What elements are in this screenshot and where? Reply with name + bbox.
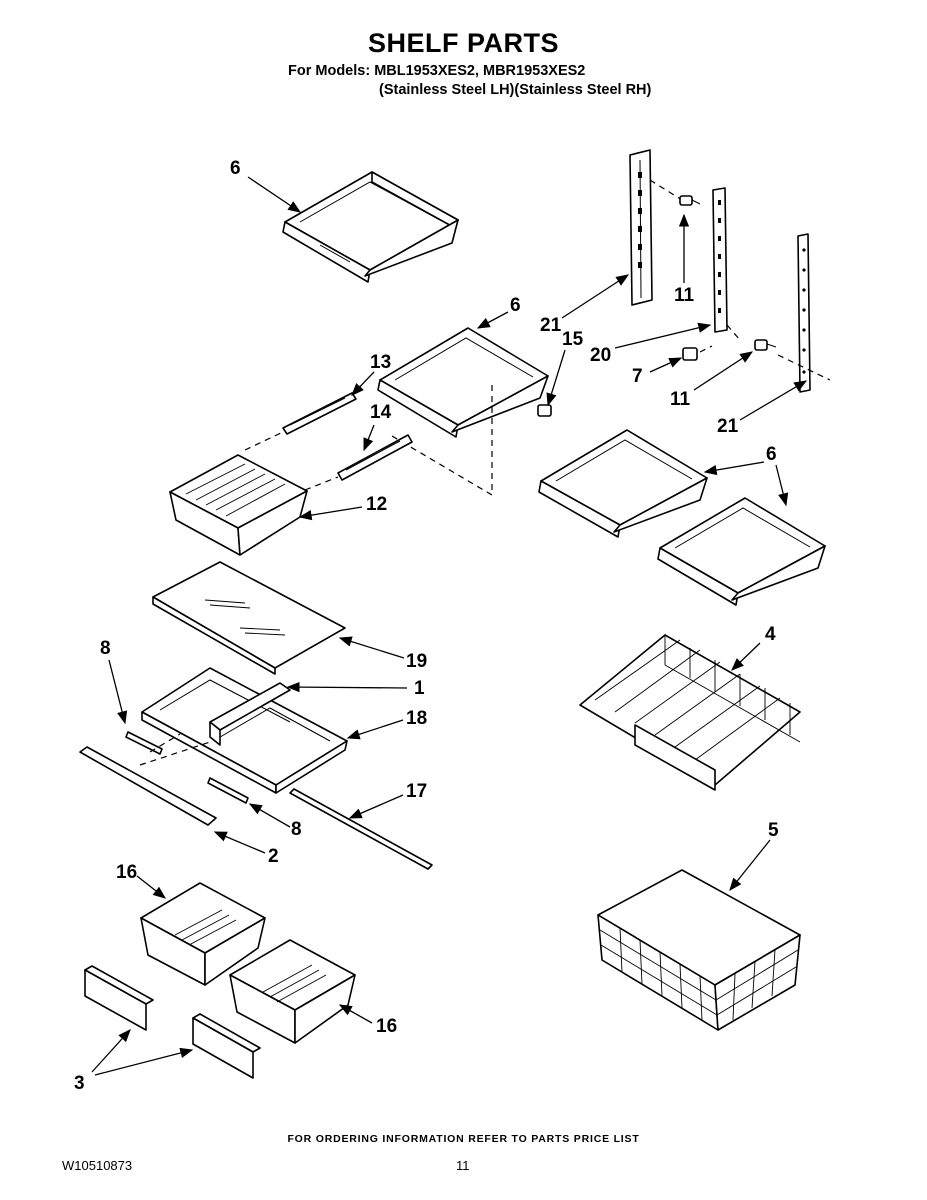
crisper-bin-upper — [140, 882, 266, 986]
callout-5: 5 — [768, 820, 779, 841]
shelf-rail-right — [797, 233, 811, 393]
shelf-rail-left — [629, 149, 653, 306]
callout-17: 17 — [406, 781, 427, 802]
callout-20: 20 — [590, 345, 611, 366]
screw-15 — [537, 404, 552, 417]
callout-13: 13 — [370, 352, 391, 373]
drawer-slide-14 — [337, 434, 413, 481]
cantilever-shelf-right-lower — [657, 497, 826, 606]
callout-8-right: 8 — [291, 819, 302, 840]
callout-14: 14 — [370, 402, 392, 423]
document-number: W10510873 — [62, 1158, 133, 1173]
clip-8-left — [125, 731, 163, 755]
wire-shelf — [579, 634, 801, 791]
cantilever-shelf-top — [282, 171, 459, 283]
page-title: SHELF PARTS — [367, 28, 559, 58]
callout-6-top: 6 — [230, 158, 241, 179]
drawer-slide-13 — [282, 392, 357, 435]
shelf-rail-center — [712, 187, 728, 333]
callout-21-top: 21 — [540, 315, 562, 336]
callout-7: 7 — [632, 366, 643, 387]
callout-2: 2 — [268, 846, 279, 867]
trim-rod — [289, 788, 433, 870]
callout-15: 15 — [562, 329, 584, 350]
screw-11-mid — [754, 339, 777, 351]
callout-4: 4 — [765, 624, 776, 645]
glass-shelf — [152, 561, 346, 675]
leader-lines — [91, 176, 808, 1076]
cantilever-shelf-middle — [377, 327, 549, 438]
screw-7 — [682, 347, 698, 361]
callout-6-middle: 6 — [510, 295, 521, 316]
callout-11-top: 11 — [674, 285, 695, 306]
callout-6-right: 6 — [766, 444, 777, 465]
screw-11-top — [679, 195, 701, 206]
callout-21-bottom: 21 — [717, 416, 739, 437]
cantilever-shelf-right-upper — [538, 429, 708, 538]
callout-16-lower: 16 — [376, 1016, 397, 1037]
callout-19: 19 — [406, 651, 427, 672]
ordering-note: FOR ORDERING INFORMATION REFER TO PARTS … — [287, 1133, 640, 1145]
callout-8-left: 8 — [100, 638, 111, 659]
callout-16-upper: 16 — [116, 862, 137, 883]
wire-basket — [597, 869, 801, 1031]
finish-line: (Stainless Steel LH)(Stainless Steel RH) — [379, 82, 652, 98]
callout-12: 12 — [366, 494, 387, 515]
bin-handle-right — [192, 1013, 261, 1079]
callout-3: 3 — [74, 1073, 85, 1094]
models-line: For Models: MBL1953XES2, MBR1953XES2 — [288, 63, 586, 79]
callout-18: 18 — [406, 708, 427, 729]
bin-handle-left — [84, 965, 154, 1031]
pantry-drawer — [169, 454, 308, 556]
crisper-bin-lower — [229, 939, 356, 1044]
callout-11-mid: 11 — [670, 389, 691, 410]
clip-8-right — [207, 777, 249, 804]
crisper-cover-frame — [141, 667, 348, 794]
page-number: 11 — [456, 1158, 470, 1173]
trim-strip — [79, 746, 217, 826]
callout-1: 1 — [414, 678, 425, 699]
